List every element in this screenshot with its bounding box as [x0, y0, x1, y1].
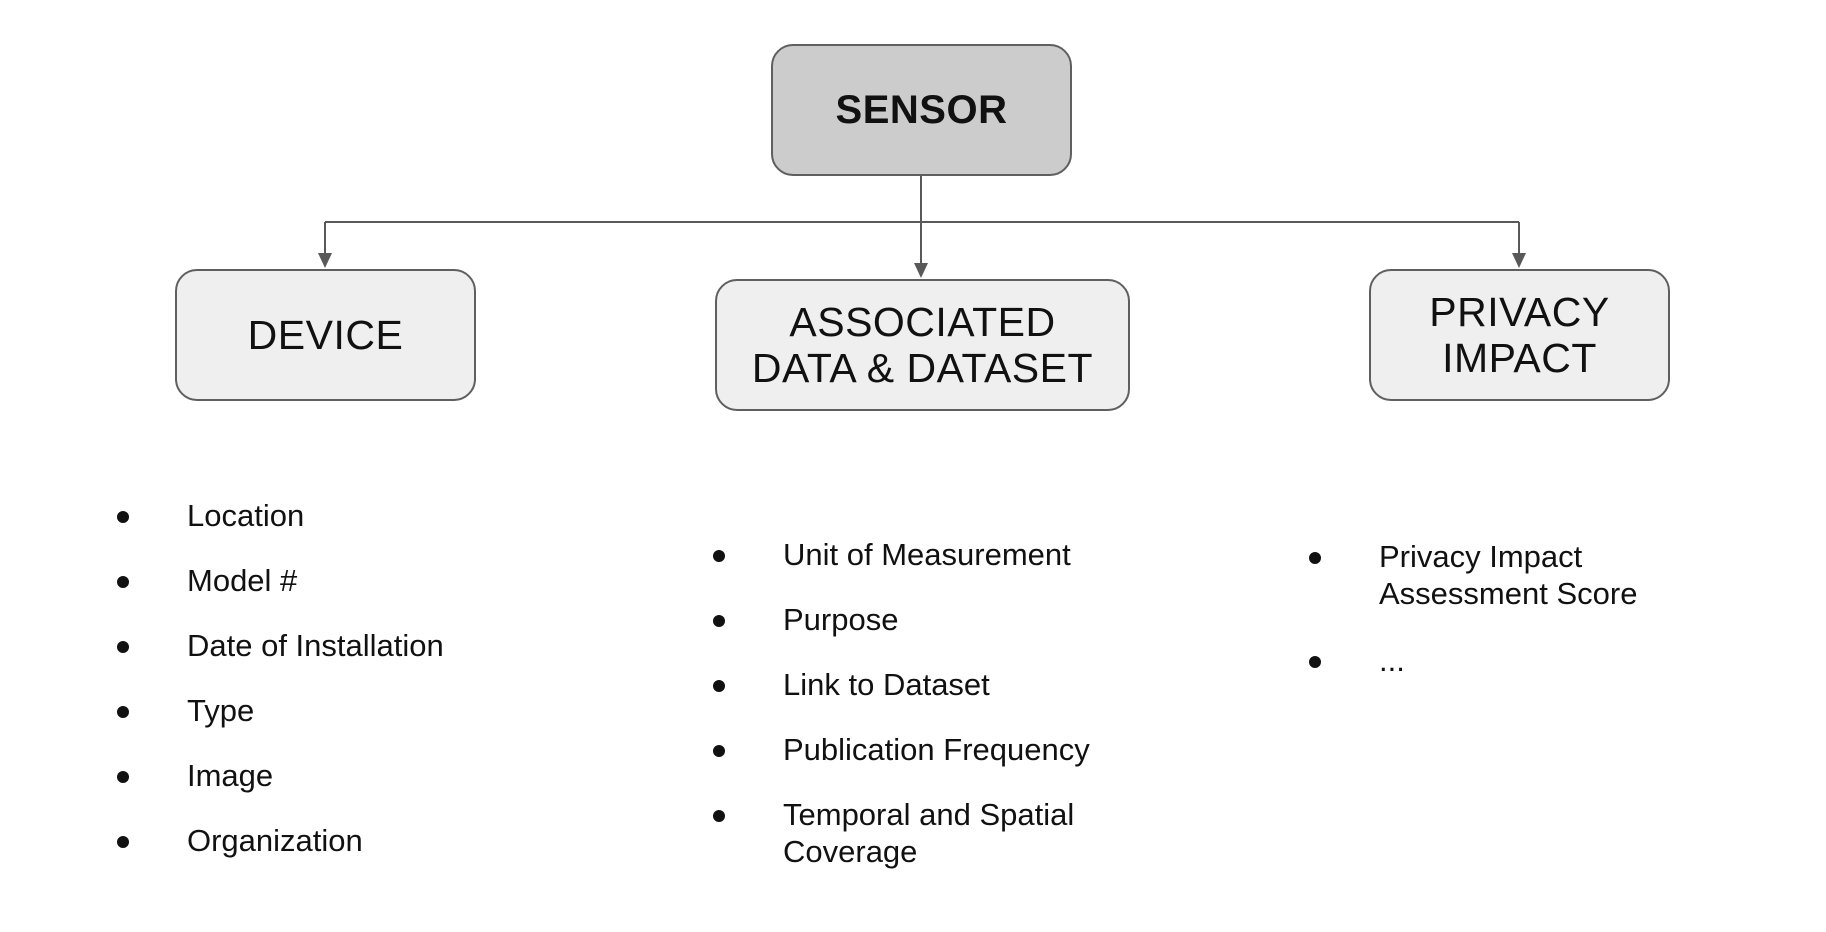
bullet-icon [117, 836, 129, 848]
device-node: DEVICE [175, 269, 476, 401]
bullet-icon [117, 771, 129, 783]
arrowhead-data [914, 263, 928, 278]
list-item: Purpose [713, 601, 1123, 638]
sensor-node: SENSOR [771, 44, 1072, 176]
arrowhead-privacy [1512, 253, 1526, 268]
bullet-icon [713, 550, 725, 562]
privacy-impact-node-label-line-1: PRIVACY [1429, 289, 1610, 335]
list-item-text: ... [1379, 643, 1405, 678]
device-attributes-list: Location Model # Date of Installation Ty… [117, 497, 444, 887]
list-item-text: Temporal and Spatial Coverage [783, 797, 1075, 869]
list-item-text: Link to Dataset [783, 667, 990, 702]
bullet-icon [713, 680, 725, 692]
privacy-attributes-list: Privacy Impact Assessment Score ... [1309, 538, 1679, 709]
list-item: Publication Frequency [713, 731, 1123, 768]
bullet-icon [117, 511, 129, 523]
sensor-node-label: SENSOR [835, 88, 1008, 132]
arrowhead-device [318, 253, 332, 268]
list-item: Date of Installation [117, 627, 444, 664]
bullet-icon [1309, 656, 1321, 668]
associated-data-node-label-line-1: ASSOCIATED [789, 299, 1056, 345]
list-item: Unit of Measurement [713, 536, 1123, 573]
list-item: ... [1309, 642, 1679, 679]
bullet-icon [713, 615, 725, 627]
list-item-text: Location [187, 498, 305, 533]
privacy-impact-node-label-line-2: IMPACT [1442, 335, 1597, 381]
list-item: Type [117, 692, 444, 729]
bullet-icon [1309, 552, 1321, 564]
list-item-text: Privacy Impact Assessment Score [1379, 539, 1638, 611]
associated-data-node: ASSOCIATED DATA & DATASET [715, 279, 1130, 411]
list-item: Privacy Impact Assessment Score [1309, 538, 1679, 612]
list-item-text: Unit of Measurement [783, 537, 1071, 572]
bullet-icon [713, 810, 725, 822]
privacy-impact-node: PRIVACY IMPACT [1369, 269, 1670, 401]
list-item: Link to Dataset [713, 666, 1123, 703]
device-node-label: DEVICE [247, 312, 404, 358]
list-item: Temporal and Spatial Coverage [713, 796, 1123, 870]
list-item-text: Image [187, 758, 274, 793]
associated-data-node-label-line-2: DATA & DATASET [751, 345, 1094, 391]
list-item: Model # [117, 562, 444, 599]
list-item-text: Model # [187, 563, 298, 598]
list-item-text: Publication Frequency [783, 732, 1090, 767]
list-item-text: Date of Installation [187, 628, 444, 663]
list-item-text: Organization [187, 823, 363, 858]
bullet-icon [117, 641, 129, 653]
bullet-icon [117, 576, 129, 588]
list-item-text: Type [187, 693, 255, 728]
bullet-icon [117, 706, 129, 718]
list-item: Organization [117, 822, 444, 859]
data-attributes-list: Unit of Measurement Purpose Link to Data… [713, 536, 1123, 898]
list-item: Image [117, 757, 444, 794]
bullet-icon [713, 745, 725, 757]
list-item-text: Purpose [783, 602, 899, 637]
list-item: Location [117, 497, 444, 534]
